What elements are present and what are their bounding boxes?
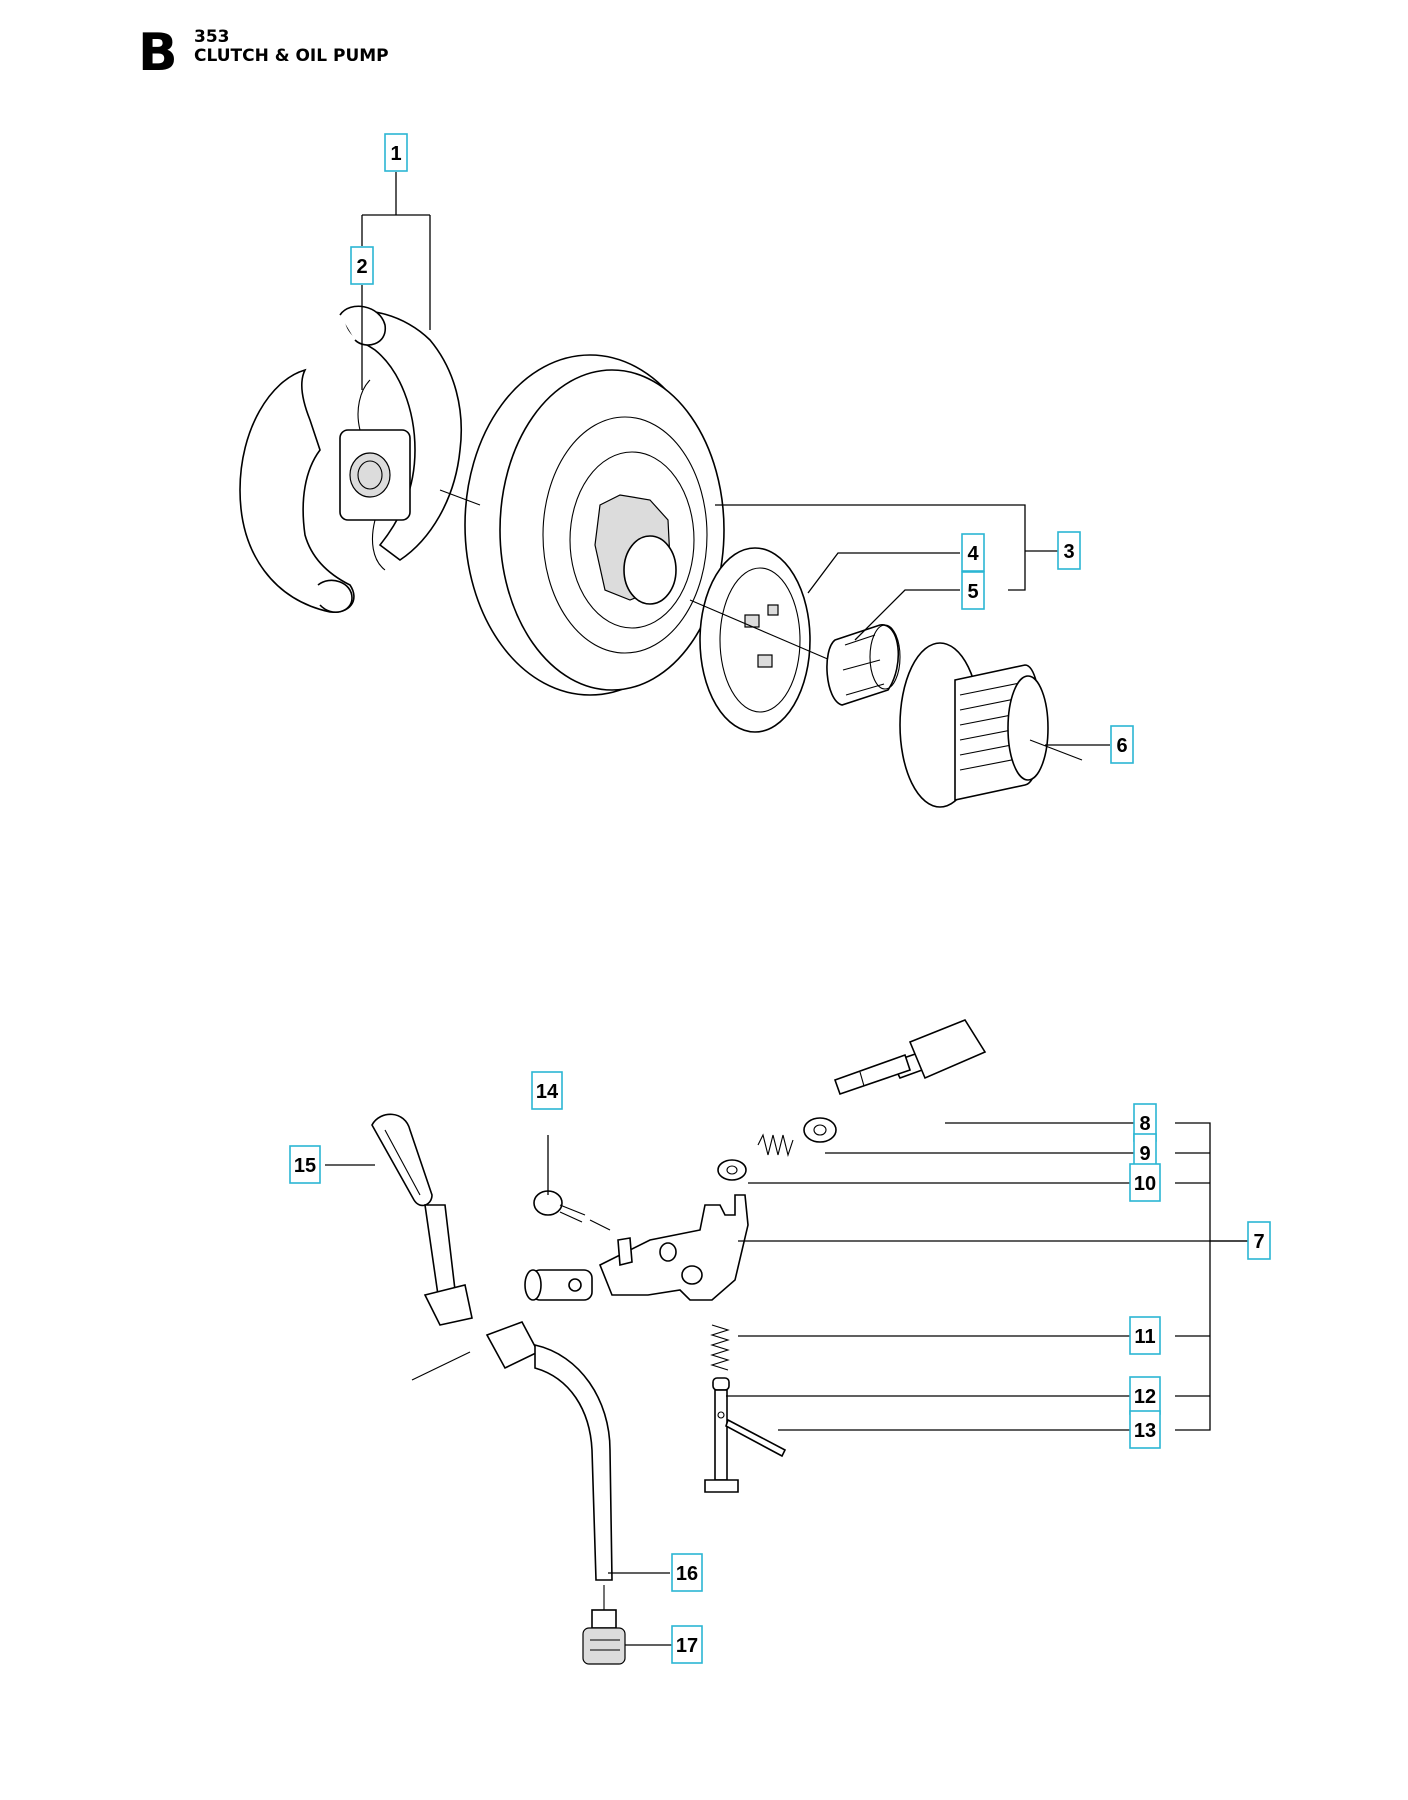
adjuster-screw-drawing xyxy=(833,1019,987,1096)
callout-7: 7 xyxy=(1247,1221,1271,1260)
callout-17: 17 xyxy=(671,1625,703,1664)
svg-text:15: 15 xyxy=(294,1155,316,1177)
svg-text:14: 14 xyxy=(536,1081,559,1103)
model-number: 353 xyxy=(194,27,230,47)
svg-text:9: 9 xyxy=(1139,1143,1150,1165)
pump-washer-spring-drawing xyxy=(717,1117,837,1181)
needle-bearing-drawing xyxy=(826,624,901,706)
svg-text:11: 11 xyxy=(1134,1326,1155,1348)
pump-spring-drawing xyxy=(710,1324,730,1371)
callout-6: 6 xyxy=(1110,725,1134,764)
leader-lines xyxy=(325,172,1248,1646)
callout-14: 14 xyxy=(531,1071,563,1110)
callout-13: 13 xyxy=(1129,1410,1161,1449)
plunger-drawing xyxy=(704,1377,787,1493)
oil-filter-drawing xyxy=(582,1609,626,1665)
svg-text:6: 6 xyxy=(1116,735,1127,757)
oil-hose-drawing xyxy=(485,1321,613,1610)
svg-text:12: 12 xyxy=(1134,1386,1156,1408)
callout-12: 12 xyxy=(1129,1376,1161,1415)
svg-text:5: 5 xyxy=(967,581,978,603)
callout-10: 10 xyxy=(1129,1163,1161,1202)
svg-text:16: 16 xyxy=(676,1563,698,1585)
callout-15: 15 xyxy=(289,1145,321,1184)
clutch-drum-drawing xyxy=(439,354,725,696)
callout-2: 2 xyxy=(350,246,374,285)
svg-text:8: 8 xyxy=(1139,1113,1150,1135)
rim-sprocket-drawing xyxy=(689,547,831,733)
svg-text:1: 1 xyxy=(390,143,401,165)
washer-drawing xyxy=(899,642,1083,808)
svg-text:10: 10 xyxy=(1134,1173,1156,1195)
callout-11: 11 xyxy=(1129,1316,1161,1355)
svg-text:7: 7 xyxy=(1253,1231,1264,1253)
pump-body-drawing xyxy=(524,1194,749,1301)
svg-text:17: 17 xyxy=(676,1635,698,1657)
callout-5: 5 xyxy=(961,571,985,610)
section-letter: B xyxy=(138,23,178,83)
clutch-shoes-drawing xyxy=(239,305,463,613)
lever-drawing xyxy=(371,1113,473,1381)
callout-1: 1 xyxy=(384,133,408,172)
svg-text:13: 13 xyxy=(1134,1420,1156,1442)
page-title: CLUTCH & OIL PUMP xyxy=(194,46,389,66)
svg-text:2: 2 xyxy=(356,256,367,278)
callout-16: 16 xyxy=(671,1553,703,1592)
svg-text:4: 4 xyxy=(967,543,979,565)
bolt-drawing xyxy=(533,1190,611,1231)
callout-4: 4 xyxy=(961,533,985,572)
callout-3: 3 xyxy=(1057,531,1081,570)
svg-text:3: 3 xyxy=(1063,541,1074,563)
